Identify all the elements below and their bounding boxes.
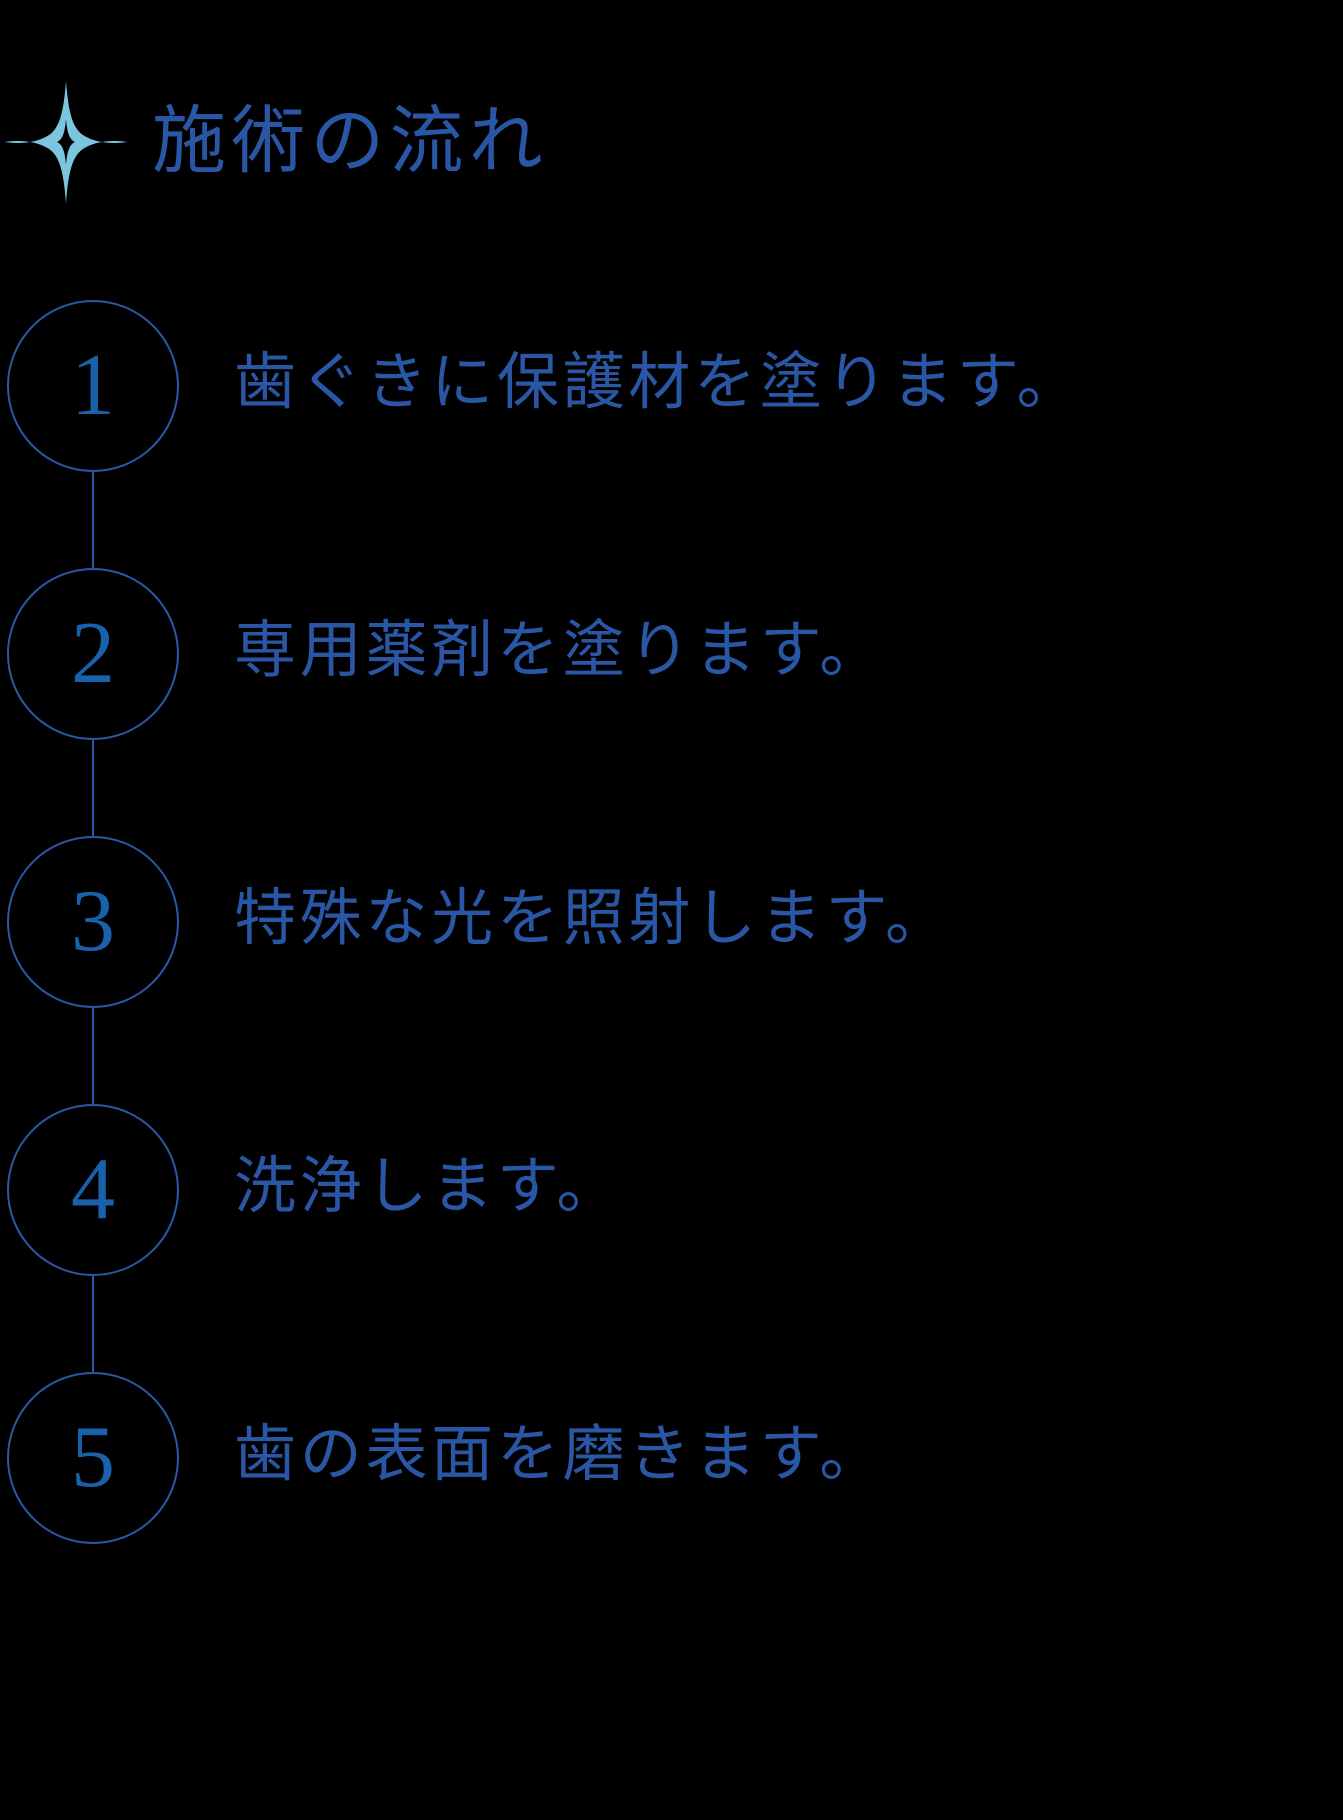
step-badge-4: 4: [0, 1104, 186, 1372]
steps-list: 1 歯ぐきに保護材を塗ります。 2 専用薬剤を塗ります。 3 特殊な光を照射しま…: [0, 300, 1343, 1572]
step-circle-outline: [7, 1104, 179, 1276]
step-row: 4 洗浄します。: [0, 1104, 1343, 1372]
step-badge-5: 5: [0, 1372, 186, 1558]
step-number: 5: [71, 1409, 115, 1506]
step-connector-line: [92, 472, 94, 568]
step-badge-2: 2: [0, 568, 186, 836]
step-circle-outline: [7, 568, 179, 740]
step-row: 3 特殊な光を照射します。: [0, 836, 1343, 1104]
step-number: 3: [71, 873, 115, 970]
step-label: 専用薬剤を塗ります。: [234, 617, 886, 685]
step-connector-line: [92, 740, 94, 836]
step-label: 特殊な光を照射します。: [234, 885, 951, 953]
step-label: 歯ぐきに保護材を塗ります。: [234, 349, 1083, 417]
step-row: 1 歯ぐきに保護材を塗ります。: [0, 300, 1343, 568]
step-badge-3: 3: [0, 836, 186, 1104]
step-circle-outline: [7, 836, 179, 1008]
step-label: 歯の表面を磨きます。: [234, 1421, 886, 1489]
page-title: 施術の流れ: [152, 101, 548, 183]
step-label: 洗浄します。: [234, 1153, 623, 1221]
step-circle-outline: [7, 1372, 179, 1544]
step-row: 5 歯の表面を磨きます。: [0, 1372, 1343, 1572]
sparkle-icon: [4, 80, 128, 204]
step-number: 2: [71, 605, 115, 702]
step-connector-line: [92, 1008, 94, 1104]
step-row: 2 専用薬剤を塗ります。: [0, 568, 1343, 836]
step-connector-line: [92, 1276, 94, 1372]
step-number: 4: [71, 1141, 115, 1238]
step-circle-outline: [7, 300, 179, 472]
step-number: 1: [71, 337, 115, 434]
section-header: 施術の流れ: [0, 72, 1343, 212]
step-badge-1: 1: [0, 300, 186, 568]
